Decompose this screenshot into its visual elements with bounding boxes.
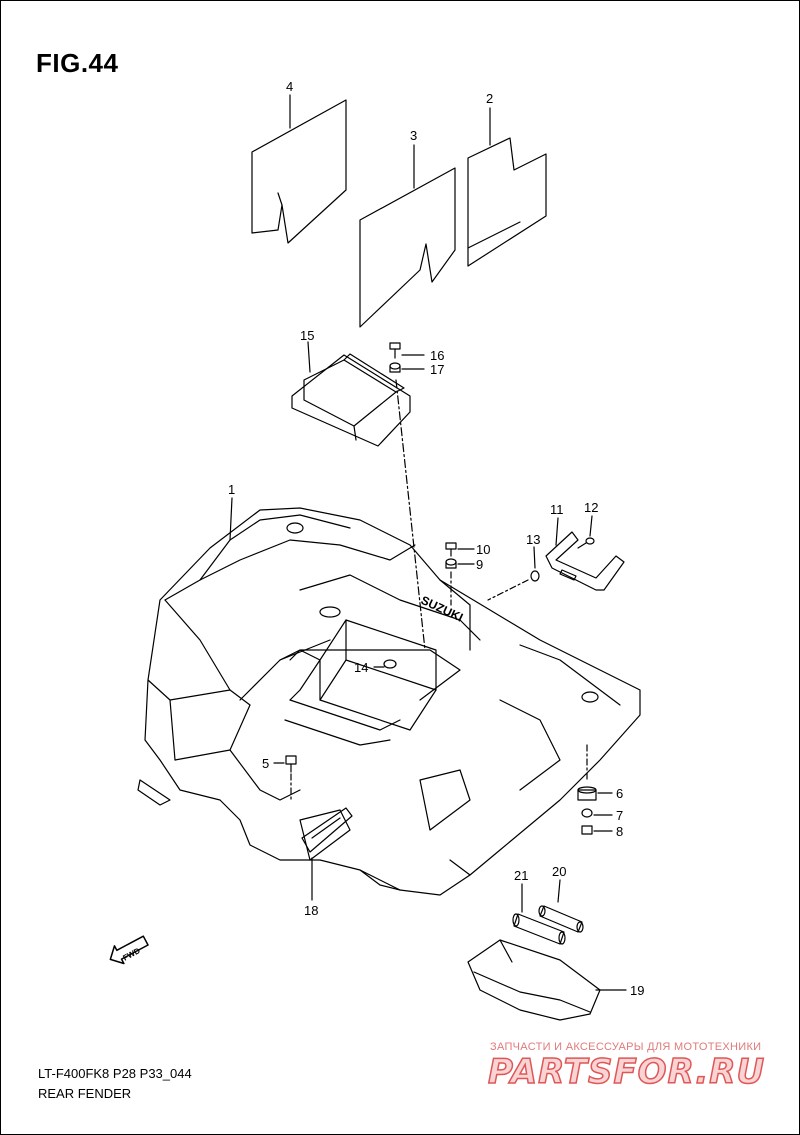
part-9-grommet <box>445 558 457 569</box>
part-2-pad <box>467 137 547 267</box>
fender-logo: SUZUKI <box>419 593 465 625</box>
callout-20: 20 <box>552 864 566 879</box>
callout-17: 17 <box>430 362 444 377</box>
leader-15 <box>307 341 311 373</box>
part-12-bolt <box>577 537 595 549</box>
part-8-bolt <box>581 825 593 835</box>
part-17-grommet <box>389 362 401 373</box>
watermark-logo: PARTSFOR.RU <box>487 1051 766 1093</box>
watermark-tagline: ЗАПЧАСТИ И АКСЕССУАРЫ ДЛЯ МОТОТЕХНИКИ <box>490 1041 762 1053</box>
part-10-screw <box>445 542 457 557</box>
callout-21: 21 <box>514 868 528 883</box>
callout-14: 14 <box>354 660 368 675</box>
assembly-line-13 <box>487 579 529 601</box>
part-19-cover <box>467 939 601 1021</box>
callout-3: 3 <box>410 128 417 143</box>
part-4-pad <box>251 99 347 244</box>
callout-10: 10 <box>476 542 490 557</box>
part-14-storage-box <box>284 619 437 746</box>
callout-11: 11 <box>550 502 564 517</box>
callout-8: 8 <box>616 824 623 839</box>
leader-13 <box>533 546 536 569</box>
part-1-rear-fender <box>137 507 641 896</box>
part-18-emblem <box>301 807 353 853</box>
part-3-pad <box>359 167 456 328</box>
leader-12 <box>589 515 593 537</box>
figure-title: FIG.44 <box>36 48 119 78</box>
fwd-arrow-icon <box>109 935 149 965</box>
diagram-code: LT-F400FK8 P28 P33_044 <box>38 1066 192 1081</box>
part-6-cushion <box>577 786 597 801</box>
part-16-screw <box>389 342 401 359</box>
part-15-tool-tray <box>291 353 411 447</box>
callout-18: 18 <box>304 903 318 918</box>
callout-9: 9 <box>476 557 483 572</box>
callout-15: 15 <box>300 328 314 343</box>
callout-19: 19 <box>630 983 644 998</box>
callout-13: 13 <box>526 532 540 547</box>
callout-1: 1 <box>228 482 235 497</box>
part-13-nut <box>530 570 540 582</box>
diagram-name: REAR FENDER <box>38 1086 132 1101</box>
leader-11 <box>555 517 559 546</box>
part-5-bolt <box>285 755 297 773</box>
assembly-line-15 <box>395 379 426 651</box>
part-7-collar <box>581 808 593 818</box>
leader-20 <box>557 879 561 903</box>
part-11-bracket <box>545 531 625 591</box>
callout-12: 12 <box>584 500 598 515</box>
callout-6: 6 <box>616 786 623 801</box>
part-20-roller <box>538 905 584 933</box>
callout-16: 16 <box>430 348 444 363</box>
callout-4: 4 <box>286 79 293 94</box>
callout-7: 7 <box>616 808 623 823</box>
callout-5: 5 <box>262 756 269 771</box>
callout-2: 2 <box>486 91 493 106</box>
part-21-roller <box>512 913 566 945</box>
leader-1 <box>229 497 233 541</box>
